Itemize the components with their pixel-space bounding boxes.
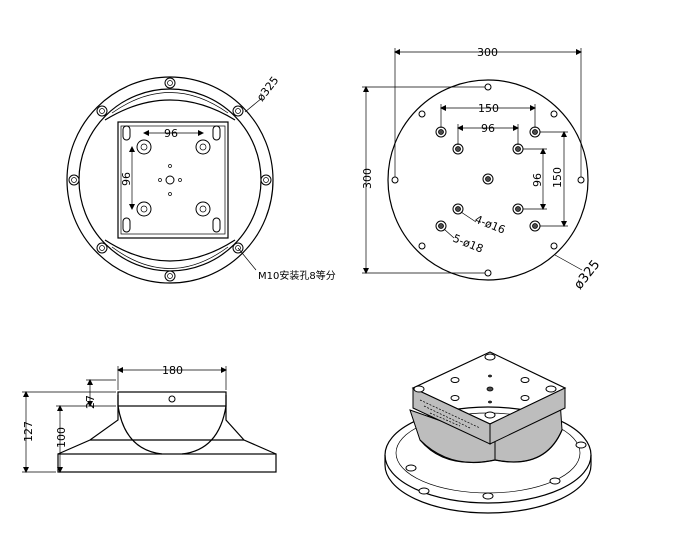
top-dim-outer-holes: 5-ø18 — [451, 232, 485, 256]
front-slot-holes — [122, 125, 221, 233]
front-dim-diameter: ø325 — [254, 74, 281, 104]
side-top-block — [117, 391, 227, 407]
top-outer-holes — [391, 83, 585, 277]
front-upper-arc — [104, 99, 236, 121]
iso-base-side — [384, 455, 592, 514]
top-dim-96-horizontal: 96 — [481, 122, 495, 135]
side-right-flank — [225, 395, 277, 455]
top-dim-diameter: ø325 — [571, 257, 603, 292]
front-lower-arc — [104, 239, 236, 262]
front-note-mounting: M10安装孔8等分 — [258, 269, 336, 282]
top-dim-96-vertical: 96 — [531, 173, 544, 187]
iso-top-holes — [413, 353, 557, 419]
front-dim-96-vertical: 96 — [120, 172, 133, 186]
side-dim-180: 180 — [162, 364, 183, 377]
top-dim-150-vertical: 150 — [551, 167, 564, 188]
front-view: 96 96 ø325 M10安装孔8等分 — [66, 74, 336, 284]
front-dim-96-horizontal: 96 — [164, 127, 178, 140]
side-base — [57, 453, 277, 473]
front-bolts — [68, 77, 272, 282]
side-dim-127: 127 — [22, 421, 35, 442]
front-outer-circle — [66, 76, 274, 284]
front-square-plate — [117, 121, 229, 239]
top-dim-150-horizontal: 150 — [478, 102, 499, 115]
iso-base-bolts — [405, 441, 587, 500]
iso-side-face — [489, 387, 566, 445]
side-dim-27: 27 — [84, 395, 97, 409]
top-96-holes — [452, 143, 524, 215]
isometric-view — [384, 351, 592, 514]
top-dim-300-vertical: 300 — [361, 168, 374, 189]
top-150-holes — [435, 126, 541, 232]
top-main-circle — [387, 79, 589, 281]
front-mounting-holes — [136, 139, 211, 217]
top-dim-300-horizontal: 300 — [477, 46, 498, 59]
top-view: 300 300 150 150 96 96 4-ø16 5-ø18 ø325 — [361, 46, 603, 292]
side-dim-100: 100 — [55, 427, 68, 448]
side-view: 180 127 100 27 — [22, 364, 277, 473]
top-dim-inner-holes: 4-ø16 — [473, 213, 507, 237]
